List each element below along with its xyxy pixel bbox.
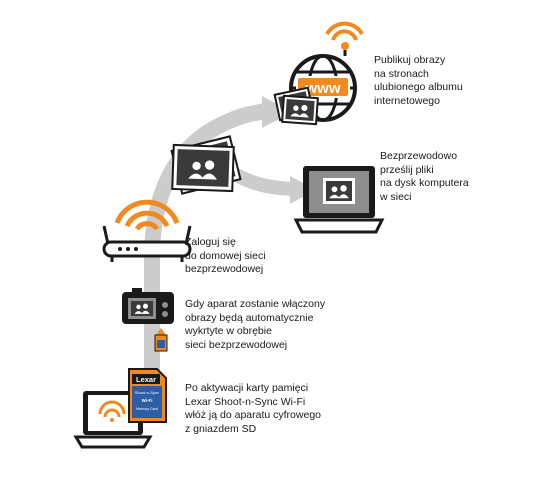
card-brand-text: Lexar <box>136 375 156 384</box>
card-line1-text: Shoot-n-Sync <box>135 390 159 395</box>
sd-card-icon: Lexar Shoot-n-Sync Wi-Fi Memory Card <box>128 368 167 423</box>
card-step-label: Po aktywacji karty pamięci Lexar Shoot-n… <box>185 382 321 435</box>
laptop-icon <box>293 166 385 234</box>
transfer-step-label: Bezprzewodowo prześlij pliki na dysk kom… <box>380 150 469 203</box>
photos-stack-icon <box>170 135 242 195</box>
login-step-label: Zaloguj się do domowej sieci bezprzewodo… <box>185 236 266 275</box>
globe-www-text: www <box>304 80 340 97</box>
card-line2-text: Wi-Fi <box>142 398 153 403</box>
card-line3-text: Memory Card <box>136 407 158 411</box>
publish-step-label: Publikuj obrazy na stronach ulubionego a… <box>374 54 463 107</box>
camera-icon <box>122 288 174 324</box>
wireless-router-icon <box>102 199 192 262</box>
sd-card-small-icon <box>154 328 168 352</box>
camera-step-label: Gdy aparat zostanie włączony obrazy będą… <box>185 298 326 351</box>
